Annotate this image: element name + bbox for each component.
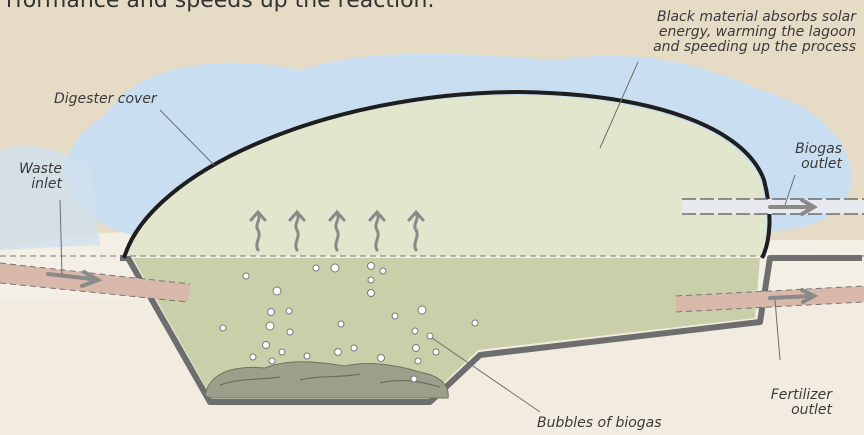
label-waste-inlet: Waste inlet — [0, 162, 62, 192]
biogas-outlet-pipe — [682, 199, 864, 214]
label-digester-cover: Digester cover — [54, 92, 157, 107]
label-fertilizer-outlet: Fertilizer outlet — [740, 388, 832, 418]
page-heading: rformance and speeds up the reaction. — [6, 0, 435, 13]
label-bubbles-of-biogas: Bubbles of biogas — [537, 416, 662, 431]
label-biogas-outlet: Biogas outlet — [770, 142, 842, 172]
label-black-material: Black material absorbs solar energy, war… — [608, 10, 856, 55]
